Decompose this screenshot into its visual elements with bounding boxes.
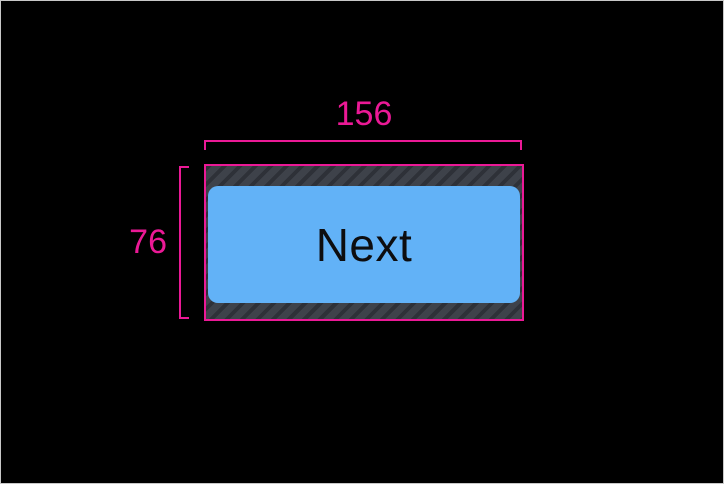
height-dimension-label: 76 [129,223,167,261]
touch-target-hatch-region: Next [206,166,522,319]
next-button[interactable]: Next [208,186,520,303]
width-measure-bracket [204,140,522,150]
width-dimension-label: 156 [335,95,393,133]
touch-target-bounds: Next [204,164,524,321]
height-measure-bracket [179,166,189,319]
